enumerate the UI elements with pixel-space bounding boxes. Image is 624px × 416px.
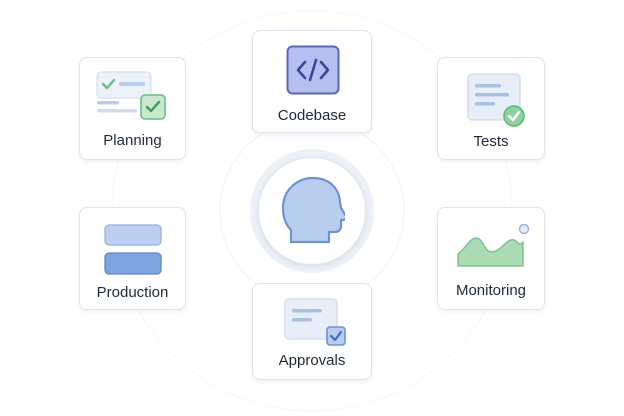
planning-label: Planning bbox=[103, 132, 162, 149]
production-label: Production bbox=[96, 284, 169, 301]
human-head-icon bbox=[281, 176, 345, 244]
document-check-icon bbox=[467, 73, 525, 127]
center-hub bbox=[258, 157, 366, 265]
codebase-label: Codebase bbox=[277, 107, 347, 124]
stacked-blocks-icon bbox=[104, 224, 162, 275]
production-card[interactable]: Production bbox=[79, 207, 186, 310]
tests-label: Tests bbox=[473, 133, 509, 150]
codebase-card[interactable]: Codebase bbox=[252, 30, 372, 133]
checklist-icon bbox=[96, 71, 166, 120]
code-brackets-icon bbox=[286, 45, 340, 95]
monitoring-label: Monitoring bbox=[455, 282, 527, 299]
area-chart-icon bbox=[457, 223, 530, 267]
monitoring-card[interactable]: Monitoring bbox=[437, 207, 545, 310]
approvals-label: Approvals bbox=[278, 352, 346, 369]
approvals-card[interactable]: Approvals bbox=[252, 283, 372, 380]
planning-card[interactable]: Planning bbox=[79, 57, 186, 160]
document-check-icon bbox=[284, 298, 346, 346]
tests-card[interactable]: Tests bbox=[437, 57, 545, 160]
